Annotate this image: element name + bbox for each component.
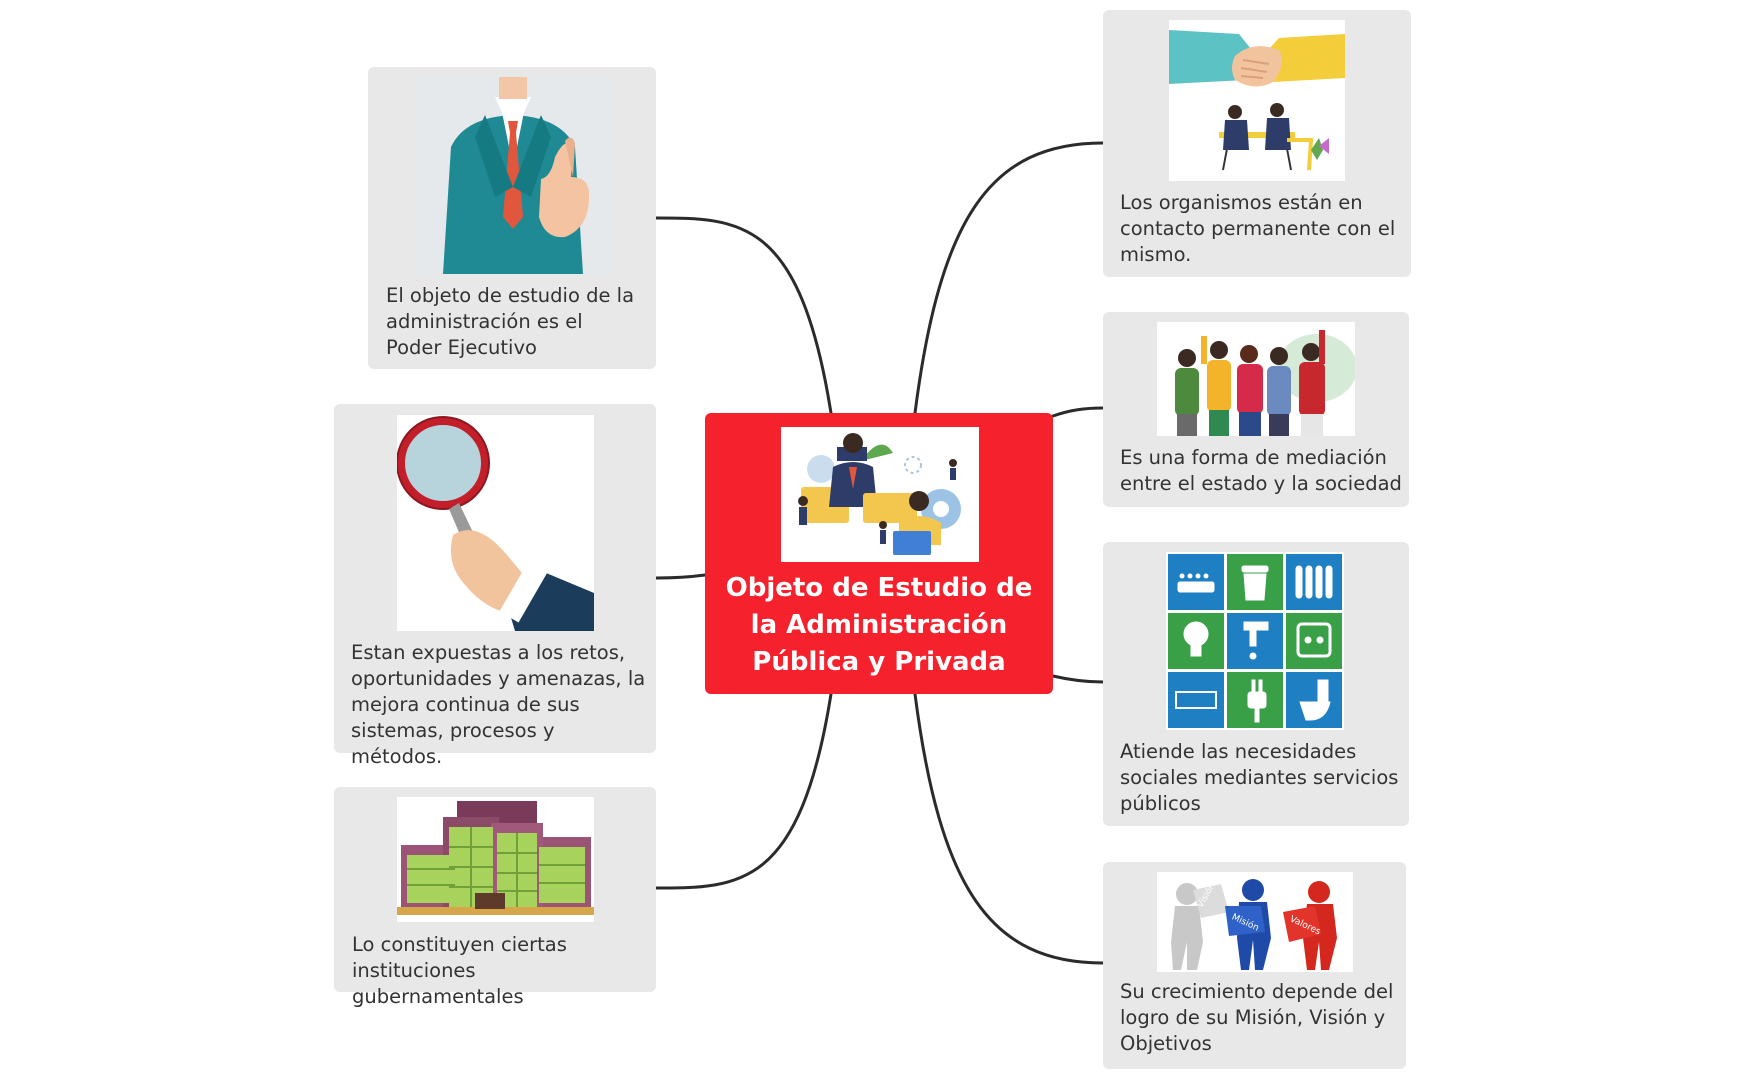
connector-right-1 [913,141,1105,415]
connector-left-2 [654,573,707,580]
connector-right-4 [913,692,1105,965]
topic-node-right-1[interactable]: Los organismos están en contacto permane… [1103,10,1411,277]
businessman-thumbs-up-icon [415,77,611,274]
topic-node-left-1[interactable]: El objeto de estudio de la administració… [368,67,656,369]
topic-text: Es una forma de mediación entre el estad… [1120,446,1402,495]
connector-right-3 [1051,674,1105,684]
topic-text: Estan expuestas a los retos, oportunidad… [351,641,646,768]
topic-node-left-3[interactable]: Lo constituyen ciertas instituciones gub… [334,787,656,1008]
topic-text: Lo constituyen ciertas instituciones gub… [352,933,567,1008]
connector-right-2 [1051,406,1105,418]
topic-node-right-2[interactable]: Es una forma de mediación entre el estad… [1103,312,1409,507]
topic-text: Su crecimiento depende del logro de su M… [1120,980,1394,1055]
office-team-illustration-icon [781,427,979,562]
svg-text:0: 0 [1179,694,1186,707]
topic-node-left-2[interactable]: Estan expuestas a los retos, oportunidad… [334,404,656,768]
connector-left-3 [654,692,833,890]
handshake-meeting-icon [1169,20,1345,181]
puzzle-people-icon: Visión Misión Valores [1157,872,1353,972]
topic-text: Los organismos están en contacto permane… [1120,191,1396,266]
svg-text:7: 7 [1203,694,1210,707]
topic-text: Atiende las necesidades sociales mediant… [1120,740,1399,815]
government-building-icon [397,797,594,922]
central-topic-title: Objeto de Estudio de la Administración P… [725,573,1033,677]
central-topic[interactable]: Objeto de Estudio de la Administración P… [705,413,1053,694]
connector-left-1 [654,216,833,415]
magnifying-glass-hand-icon [397,415,594,631]
topic-node-right-4[interactable]: Visión Misión Valores Su crecimiento dep… [1103,862,1406,1069]
svg-text:5: 5 [1191,694,1198,707]
topic-text: El objeto de estudio de la administració… [386,284,635,359]
people-group-icon [1157,322,1355,436]
